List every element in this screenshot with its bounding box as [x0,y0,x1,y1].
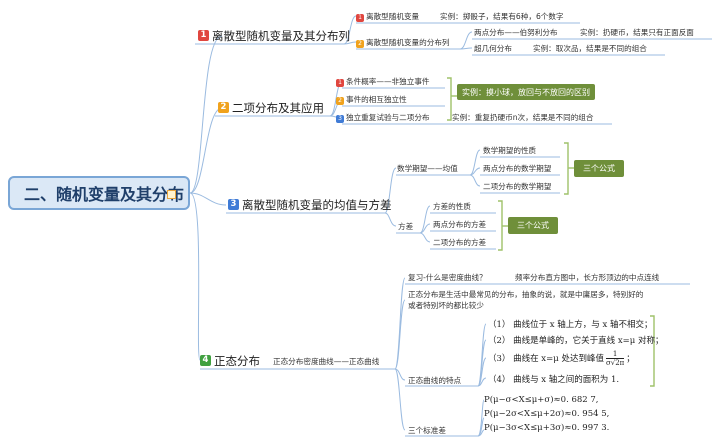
number-badge: 1 [356,14,364,22]
node-binomial-variance[interactable]: 二项分布的方差 [433,238,487,247]
fraction-numerator: 1 [605,350,625,359]
node-variance-properties[interactable]: 方差的性质 [433,202,471,211]
node-normal-description[interactable]: 正态分布是生活中最常见的分布，抽象的说，就是中庸居多，特别好的或者特别坏的都比较… [408,290,644,310]
node-normal-curve[interactable]: 正态分布密度曲线——正态曲线 [273,357,380,366]
number-badge: 1 [336,79,344,87]
branch-label: 正态分布 [214,353,260,368]
feature-4: （4） 曲线与 x 轴之间的面积为 1. [488,375,620,385]
branch-binomial[interactable]: 2 二项分布及其应用 [218,99,324,116]
formula-box-expectation: 三个公式 [574,160,624,177]
probability-2-sigma: P(μ−2σ<X≤μ+2σ)≈0. 954 5, [484,409,610,419]
node-expectation[interactable]: 数学期望——均值 [397,164,458,173]
feature-3-text: （3） 曲线在 x=μ 处达到峰值 [488,354,604,364]
number-badge: 2 [356,40,364,48]
fraction-denominator: σ√2π [605,359,625,367]
node-hypergeometric[interactable]: 超几何分布 [474,44,512,53]
node-three-sigma[interactable]: 三个标准差 [408,426,446,435]
number-badge: 1 [198,30,209,41]
node-label: 独立重复试验与二项分布 [346,113,430,122]
branch-label: 离散型随机变量的均值与方差 [242,197,392,212]
node-two-point-expectation[interactable]: 两点分布的数学期望 [483,164,552,173]
node-two-point-variance[interactable]: 两点分布的方差 [433,220,487,229]
root-node[interactable]: 二、随机变量及其分布 [8,176,190,210]
feature-3-end: ； [626,354,635,364]
branch-normal-distribution[interactable]: 4 正态分布 [200,352,260,369]
node-label: 事件的相互独立性 [346,95,407,104]
probability-3-sigma: P(μ−3σ<X≤μ+3σ)≈0. 997 3. [484,423,610,433]
formula-box-variance: 三个公式 [508,217,558,234]
example-box-balls: 实例：摸小球，放回与不放回的区别 [457,84,595,100]
node-label: 离散型随机变量的分布列 [366,38,450,47]
number-badge: 2 [218,102,229,113]
branch-label: 离散型随机变量及其分布列 [212,28,350,43]
collapse-marker-icon[interactable] [167,190,176,199]
node-label: 条件概率——非独立事件 [346,77,430,86]
node-two-point[interactable]: 两点分布——伯努利分布 [474,28,558,37]
example-defective: 实例：取次品，结果是不同的组合 [533,44,647,53]
example-histogram: 频率分布直方图中，长方形顶边的中点连线 [515,273,660,282]
number-badge: 3 [228,199,239,210]
feature-1: （1） 曲线位于 x 轴上方，与 x 轴不相交； [488,320,653,330]
node-curve-features[interactable]: 正态曲线的特点 [408,376,462,385]
branch-label: 二项分布及其应用 [232,100,324,115]
feature-2: （2） 曲线是单峰的，它关于直线 x=μ 对称； [488,336,664,346]
number-badge: 4 [200,355,211,366]
node-expectation-properties[interactable]: 数学期望的性质 [483,146,537,155]
number-badge: 2 [336,97,344,105]
example-dice: 实例：掷骰子，结果有6种，6个数字 [440,12,564,21]
node-label: 离散型随机变量 [366,12,420,21]
branch-mean-variance[interactable]: 3 离散型随机变量的均值与方差 [228,196,392,213]
node-variance[interactable]: 方差 [398,222,414,231]
example-coin-n-times: 实例：重复扔硬币n次，结果是不同的组合 [452,113,594,122]
node-binomial-expectation[interactable]: 二项分布的数学期望 [483,182,552,191]
probability-1-sigma: P(μ−σ<X≤μ+σ)≈0. 682 7, [484,395,599,405]
node-density-curve-review[interactable]: 复习-什么是密度曲线？ [408,273,487,282]
root-title: 二、随机变量及其分布 [24,185,185,204]
example-coin: 实例：扔硬币，结果只有正面反面 [580,28,694,37]
branch-discrete-distribution[interactable]: 1 离散型随机变量及其分布列 [198,27,350,44]
number-badge: 3 [336,115,344,123]
